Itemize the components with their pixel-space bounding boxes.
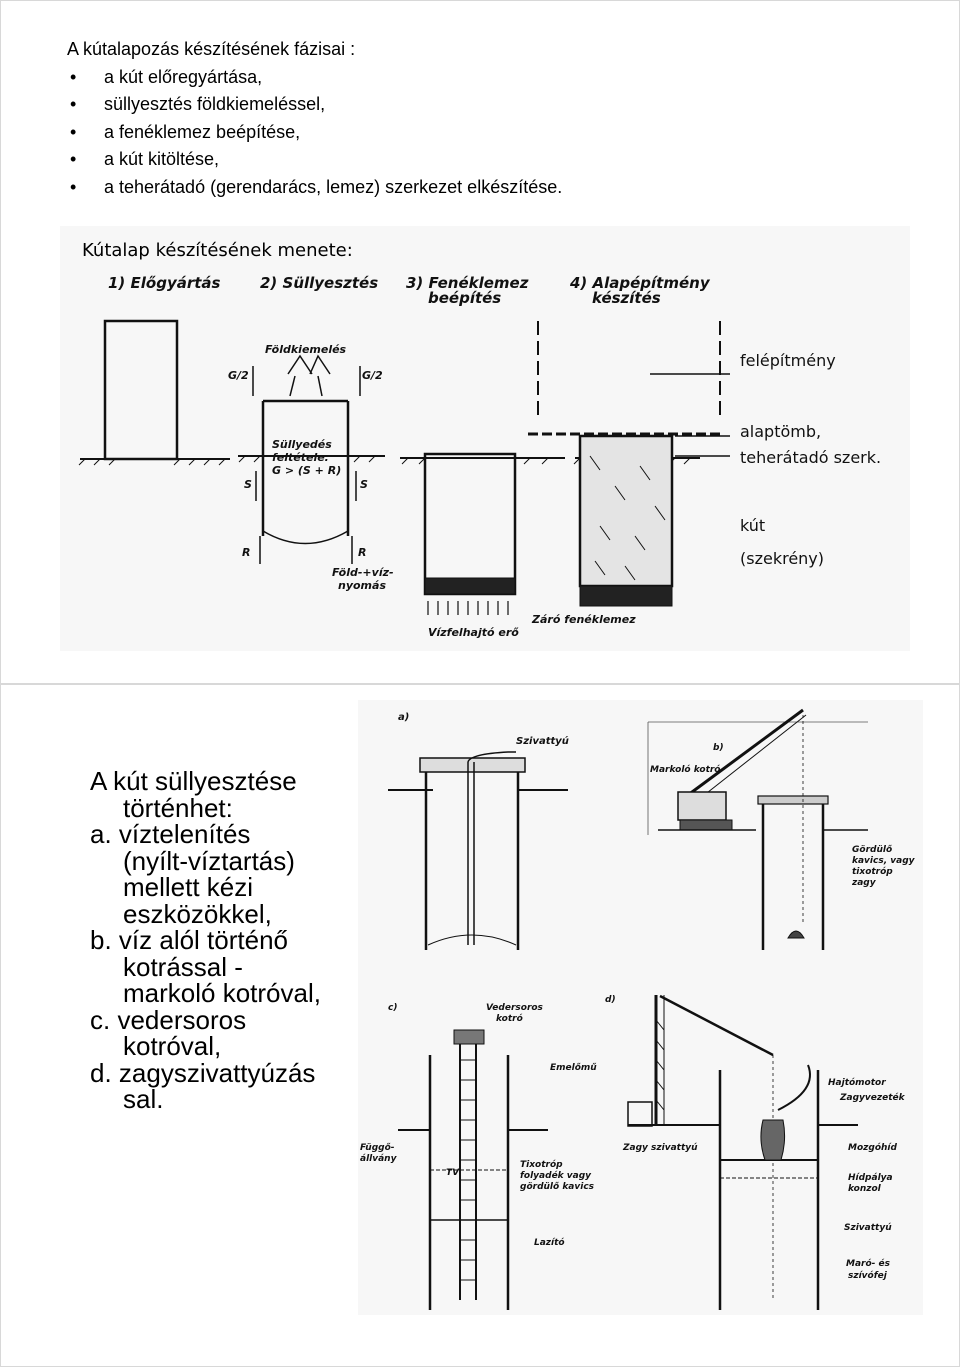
intro-title: A kútalapozás készítésének fázisai : bbox=[67, 39, 356, 59]
label-feltetele: feltétele: bbox=[272, 451, 329, 464]
label-mozgohid: Mozgóhíd bbox=[848, 1142, 897, 1153]
label-vedersoros: Vedersoros bbox=[486, 1003, 544, 1013]
step-4-label: 4) Alapépítmény bbox=[569, 274, 711, 292]
text-line: kotrással - bbox=[123, 951, 243, 982]
label-teheratado: teherátadó szerk. bbox=[740, 448, 881, 467]
label-fuggo: Függő- bbox=[360, 1143, 395, 1153]
text-line: történhet: bbox=[123, 792, 233, 823]
label-maro: Maró- és bbox=[846, 1258, 891, 1269]
label-zagyvezetek: Zagyvezeték bbox=[839, 1092, 906, 1103]
label-markolo: Markoló kotró bbox=[650, 764, 721, 775]
label-sullyedes: Süllyedés bbox=[272, 438, 332, 451]
label-s-left: S bbox=[244, 478, 252, 491]
bullet-icon: • bbox=[70, 149, 77, 169]
text-line: mellett kézi bbox=[123, 872, 254, 902]
label-s-right: S bbox=[360, 478, 368, 491]
label-tv: TV bbox=[446, 1168, 460, 1178]
label-g2-right: G/2 bbox=[362, 369, 383, 382]
label-zagy-szivattyu: Zagy szivattyú bbox=[622, 1143, 698, 1153]
label-felepitmeny: felépítmény bbox=[740, 351, 836, 370]
text-line: c. vedersoros bbox=[90, 1004, 247, 1035]
text-line: eszközökkel, bbox=[123, 898, 272, 929]
bullet-icon: • bbox=[70, 94, 77, 114]
label-hajtomotor: Hajtómotor bbox=[828, 1077, 886, 1088]
bullet-icon: • bbox=[70, 176, 77, 197]
panel-d bbox=[627, 994, 858, 1310]
text-line: sal. bbox=[123, 1084, 164, 1114]
label-tixotrop-3: gördülő kavics bbox=[520, 1182, 595, 1192]
label-hidpalya: Hídpálya bbox=[848, 1173, 893, 1183]
label-tixotrop-2: folyadék vagy bbox=[520, 1170, 592, 1181]
step-3-label-2: beépítés bbox=[428, 289, 501, 307]
label-nyomas: nyomás bbox=[338, 579, 386, 592]
bullet-icon: • bbox=[70, 66, 77, 87]
label-alaptomb: alaptömb, bbox=[740, 422, 821, 441]
label-szivofej: szívófej bbox=[848, 1270, 888, 1281]
panel-b bbox=[647, 708, 868, 950]
label-lazito: Lazító bbox=[534, 1237, 565, 1248]
panel-a bbox=[388, 751, 568, 950]
sinking-methods-text: A kút süllyesztése történhet: a. víztele… bbox=[90, 768, 370, 1113]
label-emelomu: Emelőmű bbox=[550, 1063, 597, 1073]
step-2-label: 2) Süllyesztés bbox=[260, 274, 378, 292]
list-item: •a teherátadó (gerendarács, lemez) szerk… bbox=[67, 174, 562, 202]
label-allvany: állvány bbox=[360, 1154, 398, 1164]
text-line: d. zagyszivattyúzás bbox=[90, 1057, 316, 1088]
label-fold-viz: Föld-+víz- bbox=[332, 566, 394, 579]
text-line: a. víztelenítés bbox=[90, 819, 251, 849]
label-a: a) bbox=[398, 712, 409, 723]
step-1-label: 1) Előgyártás bbox=[108, 274, 221, 292]
label-gordulo-4: zagy bbox=[851, 878, 877, 888]
sinking-methods-figure: a) Szivattyú b) Markoló kotró Gördülő ka… bbox=[358, 700, 923, 1315]
text-line: kotróval, bbox=[123, 1031, 222, 1061]
step-3-label: 3) Fenéklemez bbox=[406, 274, 529, 292]
label-tixotrop: Tixotróp bbox=[520, 1159, 563, 1170]
caisson-process-figure: Kútalap készítésének menete: 1) Előgyárt… bbox=[60, 226, 910, 651]
label-condition: G > (S + R) bbox=[272, 464, 341, 477]
label-kut: kút bbox=[740, 516, 765, 535]
label-c: c) bbox=[388, 1003, 397, 1013]
label-gordulo-3: tixotróp bbox=[852, 866, 893, 877]
label-d: d) bbox=[605, 995, 616, 1005]
panel-c bbox=[398, 1029, 548, 1310]
label-r-right: R bbox=[358, 546, 366, 559]
list-item: •süllyesztés földkiemeléssel, bbox=[67, 91, 562, 119]
label-vizfelhajto: Vízfelhajtó erő bbox=[428, 626, 519, 639]
label-zaro: Záró fenéklemez bbox=[531, 613, 636, 626]
bullet-icon: • bbox=[70, 121, 77, 142]
text-line: markoló kotróval, bbox=[123, 978, 321, 1008]
label-r-left: R bbox=[242, 546, 250, 559]
label-g2-left: G/2 bbox=[228, 369, 249, 382]
step-4-label-2: készítés bbox=[592, 289, 661, 307]
intro-text: A kútalapozás készítésének fázisai : •a … bbox=[67, 36, 562, 201]
figure-title: Kútalap készítésének menete: bbox=[82, 240, 353, 261]
label-szivattyu: Szivattyú bbox=[516, 735, 569, 747]
label-szivattyu-2: Szivattyú bbox=[844, 1223, 892, 1233]
list-item: •a kút előregyártása, bbox=[67, 64, 562, 92]
caisson-prefab bbox=[103, 319, 179, 461]
label-b: b) bbox=[713, 743, 724, 753]
label-vedersoros-2: kotró bbox=[496, 1013, 523, 1024]
text-line: A kút süllyesztése bbox=[90, 766, 297, 796]
label-gordulo-2: kavics, vagy bbox=[852, 856, 916, 866]
label-gordulo: Gördülő bbox=[852, 845, 892, 855]
label-konzol: konzol bbox=[848, 1184, 882, 1194]
label-foldkiemeles: Földkiemelés bbox=[265, 343, 347, 356]
text-line: (nyílt-víztartás) bbox=[123, 845, 295, 876]
phase-list: •a kút előregyártása, •süllyesztés földk… bbox=[67, 64, 562, 202]
text-line: b. víz alól történő bbox=[90, 925, 288, 955]
caisson-superstructure bbox=[528, 321, 730, 607]
label-szekreny: (szekrény) bbox=[740, 549, 824, 568]
list-item: •a kút kitöltése, bbox=[67, 146, 562, 174]
caisson-bottom-slab bbox=[423, 452, 517, 615]
list-item: •a fenéklemez beépítése, bbox=[67, 119, 562, 147]
caisson-sinking bbox=[261, 399, 350, 545]
